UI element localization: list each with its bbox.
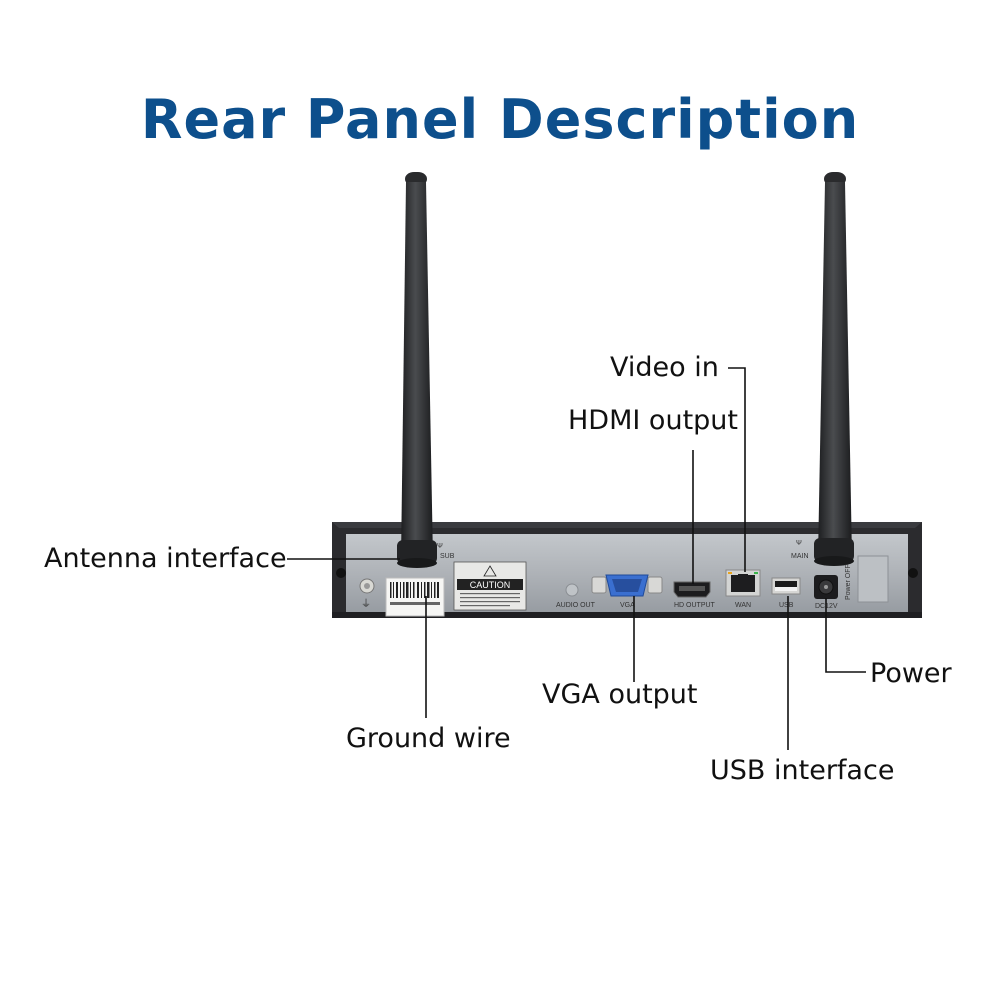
power-switch-label: Power OFF <box>845 564 852 600</box>
ground-symbol-icon: ⏚ <box>361 598 371 610</box>
usb-label: USB <box>779 602 794 609</box>
hd-output-label: HD OUTPUT <box>674 602 716 609</box>
callout-leader-lines <box>287 367 866 750</box>
vga-label: VGA <box>620 602 635 609</box>
warning-triangle-icon <box>483 565 497 577</box>
callout-power: Power <box>870 658 952 689</box>
leader-power <box>825 598 866 673</box>
screw-left-icon <box>336 568 346 578</box>
antenna-icon: Ψ <box>796 540 802 547</box>
leader-video-in <box>728 367 746 572</box>
vga-port <box>591 574 663 597</box>
antenna-main <box>814 172 854 566</box>
page-title: Rear Panel Description <box>140 88 860 151</box>
serial-barcode-sticker <box>385 577 445 617</box>
caution-label: CAUTION <box>453 561 527 611</box>
callout-antenna-interface: Antenna interface <box>44 543 287 574</box>
power-switch-area <box>857 555 889 603</box>
callout-hdmi-output: HDMI output <box>568 405 738 436</box>
audio-out-label: AUDIO OUT <box>556 602 596 609</box>
wan-port <box>725 569 761 597</box>
dc-power-jack <box>814 575 838 599</box>
callout-usb-interface: USB interface <box>710 755 895 786</box>
callout-vga-output: VGA output <box>542 679 698 710</box>
callout-ground-wire: Ground wire <box>346 723 511 754</box>
audio-out-jack <box>565 583 579 597</box>
svg-text:CAUTION: CAUTION <box>470 580 511 590</box>
antenna-icon: Ψ <box>437 543 443 550</box>
usb-port <box>771 577 801 595</box>
screw-right-icon <box>908 568 918 578</box>
callout-video-in: Video in <box>610 352 719 383</box>
hdmi-port <box>673 581 711 598</box>
antenna-sub <box>397 172 437 568</box>
sub-label: SUB <box>440 553 455 560</box>
wan-label: WAN <box>735 602 751 609</box>
main-label: MAIN <box>791 553 809 560</box>
